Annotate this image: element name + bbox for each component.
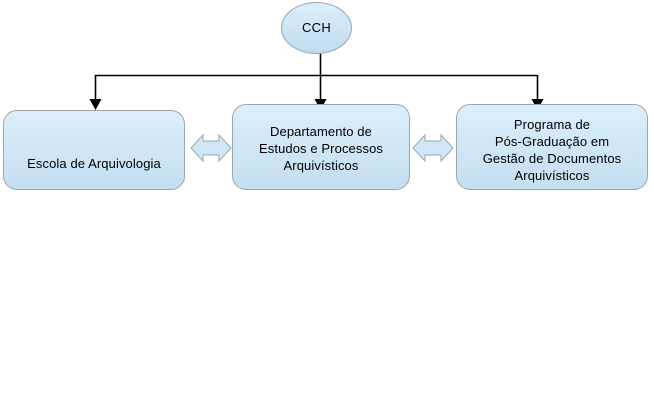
connector-escola-departamento xyxy=(190,133,232,163)
node-escola-de-arquivologia[interactable]: Escola de Arquivologia xyxy=(3,110,185,190)
arrowhead-escola xyxy=(89,99,102,110)
node-departamento-label: Departamento de Estudos e Processos Arqu… xyxy=(258,124,384,173)
node-cch[interactable]: CCH xyxy=(281,2,352,54)
node-programa-label: Programa de Pós-Graduação em Gestão de D… xyxy=(482,117,622,183)
node-programa-de-pos-graduacao[interactable]: Programa de Pós-Graduação em Gestão de D… xyxy=(456,104,648,190)
node-departamento-de-estudos-e-processos-arquivisticos[interactable]: Departamento de Estudos e Processos Arqu… xyxy=(232,104,410,190)
node-escola-label: Escola de Arquivologia xyxy=(27,156,161,171)
connector-departamento-programa xyxy=(412,133,454,163)
node-cch-label: CCH xyxy=(301,20,332,35)
